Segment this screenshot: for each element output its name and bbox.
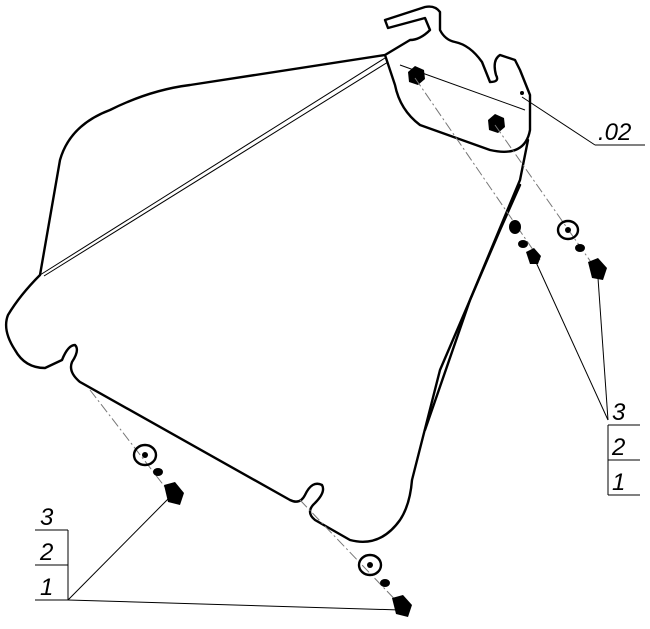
left-callout-2: 2 bbox=[39, 539, 53, 566]
part-callout: .02 bbox=[598, 119, 631, 146]
fold-line bbox=[39, 57, 386, 276]
right-callout-2: 2 bbox=[611, 434, 625, 461]
right-callout-3: 3 bbox=[612, 399, 626, 426]
fastener-set bbox=[357, 553, 412, 617]
nut-icon bbox=[408, 66, 425, 85]
nut-icon bbox=[488, 114, 505, 133]
left-callout-3: 3 bbox=[40, 504, 54, 531]
fastener-set bbox=[556, 219, 607, 280]
plate-inner-edge bbox=[423, 183, 522, 432]
bracket bbox=[383, 5, 532, 153]
shield-plate bbox=[4, 53, 530, 543]
fastener-set bbox=[509, 220, 541, 264]
fastener-set bbox=[132, 443, 184, 505]
right-callout-1: 1 bbox=[612, 469, 625, 496]
left-callout-1: 1 bbox=[40, 574, 53, 601]
